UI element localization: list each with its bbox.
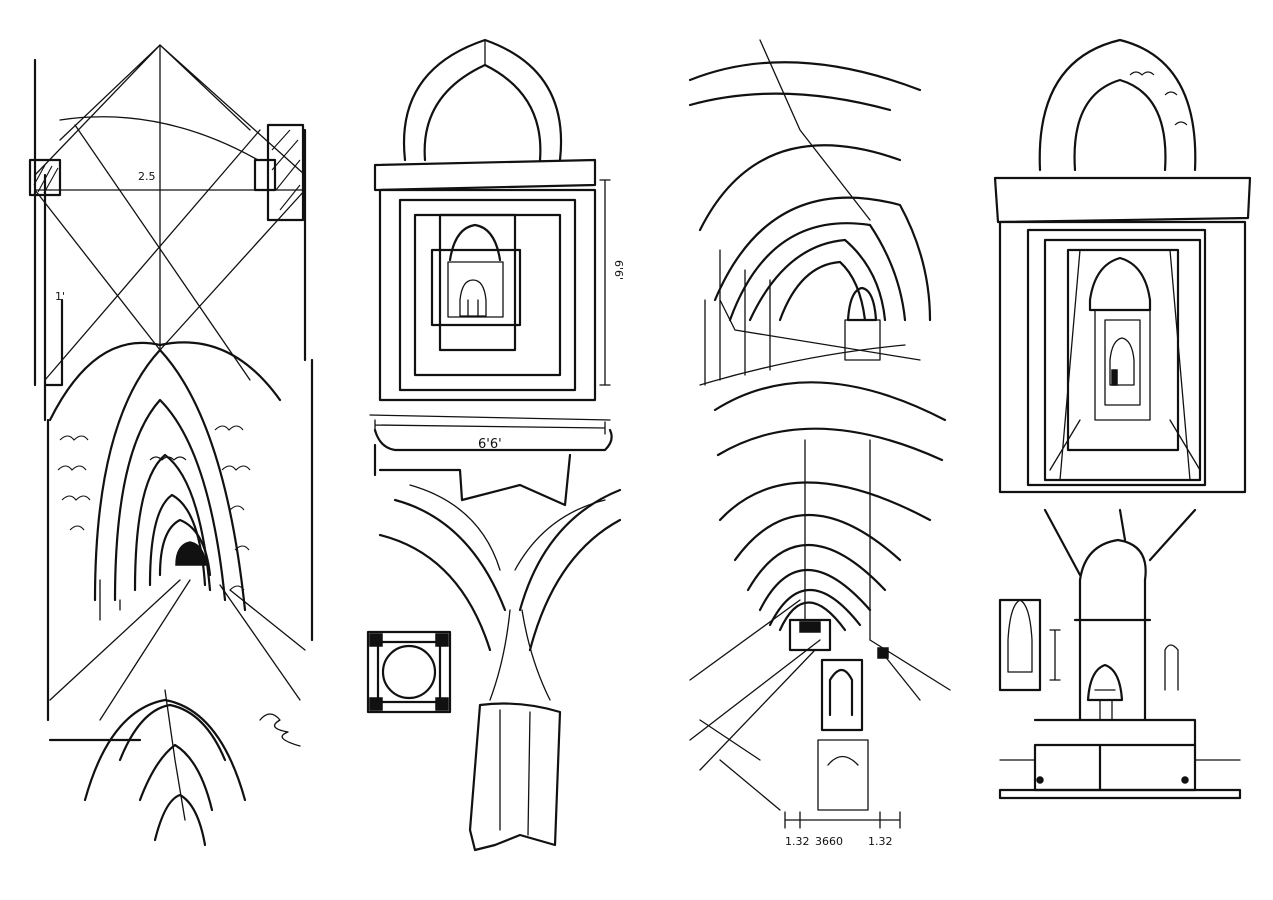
dim-mid: 3660 [815,835,843,848]
height-annotation: 6'6' [612,260,625,280]
panel-3-arcade-perspective: 1.32 3660 1.32 [688,39,951,848]
side-annotation: 1' [55,290,65,303]
panel-2-niche-elevation: 6'6' 6'6' [366,38,625,852]
dim-left: 1.32 [785,835,810,848]
span-annotation: 2.5 [138,170,156,183]
width-annotation: 6'6' [478,437,502,452]
dim-right: 1.32 [868,835,893,848]
panel-1-vaulted-corridor: 2.5 1' [28,44,314,847]
panel-4-domed-section [993,38,1252,800]
